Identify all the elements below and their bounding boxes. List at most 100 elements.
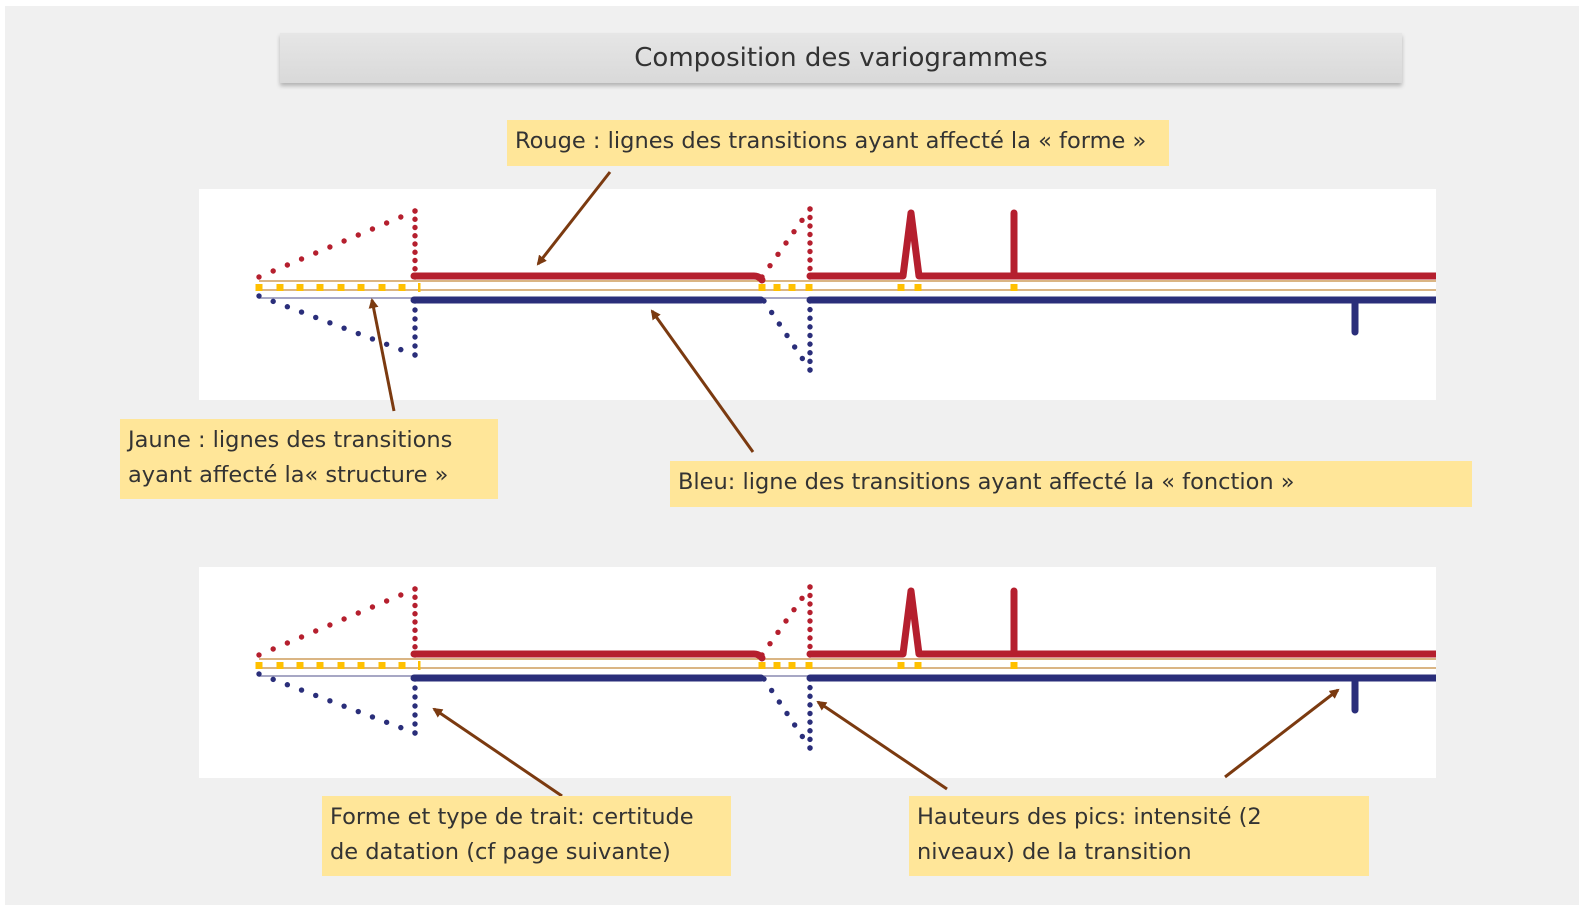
blue-dotted-line <box>799 733 806 740</box>
callout-blue-text: Bleu: ligne des transitions ayant affect… <box>678 469 1295 495</box>
red-dotted-line <box>807 626 813 633</box>
blue-dotted-line <box>807 719 813 725</box>
blue-solid-line <box>410 296 1440 336</box>
blue-dotted-line <box>807 728 813 734</box>
blue-dotted-line <box>768 687 775 694</box>
red-dotted-line <box>298 256 305 262</box>
blue-dotted-line <box>807 324 813 330</box>
yellow-marker <box>255 662 263 669</box>
blue-dotted-line <box>807 306 813 313</box>
variogram-bottom-svg <box>255 584 1440 751</box>
blue-dotted-line <box>298 309 305 315</box>
blue-dotted-line <box>807 341 813 347</box>
yellow-marker <box>398 284 406 291</box>
red-dotted-line <box>412 602 418 609</box>
yellow-marker <box>378 662 386 669</box>
blue-dotted-line <box>412 685 418 691</box>
blue-solid-line <box>410 674 1440 714</box>
blue-dotted-line <box>412 712 418 718</box>
callout-yellow: Jaune : lignes des transitions ayant aff… <box>120 419 498 499</box>
red-dotted-line <box>298 634 305 640</box>
blue-dotted-line <box>807 332 813 339</box>
red-dotted-line <box>799 595 805 602</box>
yellow-marker <box>758 662 766 669</box>
blue-dotted-line <box>807 702 813 708</box>
callout-peaks: Hauteurs des pics: intensité (2 niveaux)… <box>909 796 1369 876</box>
yellow-marker <box>316 284 324 291</box>
red-dotted-line <box>398 592 404 598</box>
red-dotted-line <box>412 635 418 642</box>
yellow-marker <box>773 662 781 669</box>
yellow-marker <box>788 284 796 291</box>
blue-dotted-line <box>412 334 418 340</box>
red-dotted-line <box>767 640 773 647</box>
yellow-marker <box>1010 662 1018 669</box>
blue-dotted-line <box>807 684 813 691</box>
blue-dotted-line <box>412 721 418 727</box>
blue-dotted-line <box>807 710 813 717</box>
blue-dotted-line <box>768 309 775 316</box>
blue-dotted-line <box>412 325 418 331</box>
red-dotted-line <box>807 214 813 221</box>
red-dotted-line <box>791 606 797 613</box>
red-dotted-line <box>327 622 333 628</box>
callout-blue: Bleu: ligne des transitions ayant affect… <box>670 461 1472 507</box>
red-dotted-line <box>313 250 319 256</box>
red-dotted-line <box>807 584 813 590</box>
blue-dotted-line <box>807 358 813 365</box>
red-dotted-line <box>383 598 390 604</box>
red-dotted-line <box>412 249 418 255</box>
red-dotted-line <box>807 248 813 255</box>
blue-dotted-line <box>398 724 404 731</box>
blue-dotted-line <box>256 293 262 299</box>
red-dotted-line <box>327 244 333 250</box>
blue-dotted-line <box>799 355 806 362</box>
blue-dotted-line <box>341 325 347 331</box>
blue-dotted-line <box>807 350 813 356</box>
red-dotted-line <box>355 232 361 238</box>
yellow-marker <box>337 662 345 669</box>
red-dotted-line <box>791 228 797 235</box>
blue-dotted-line <box>327 320 333 326</box>
blue-dotted-line <box>412 730 418 736</box>
red-dotted-line <box>270 268 276 274</box>
red-dotted-line <box>807 223 813 229</box>
blue-dotted-line <box>355 330 361 337</box>
blue-dotted-line <box>776 699 783 705</box>
red-dotted-line <box>369 226 376 232</box>
yellow-marker <box>805 284 813 291</box>
blue-dotted-line <box>298 687 305 693</box>
red-dotted-line <box>412 594 418 600</box>
blue-dotted-line <box>807 693 813 699</box>
yellow-marker <box>758 284 766 291</box>
callout-peaks-text: Hauteurs des pics: intensité (2 niveaux)… <box>917 804 1262 865</box>
red-dotted-line <box>412 224 418 231</box>
yellow-marker <box>255 284 263 291</box>
blue-dotted-line <box>341 703 347 709</box>
red-dotted-line <box>807 206 813 212</box>
red-dotted-line <box>398 214 404 220</box>
blue-dotted-line <box>807 315 813 321</box>
yellow-marker <box>1010 284 1018 291</box>
blue-dotted-line <box>313 314 319 321</box>
yellow-marker <box>805 662 813 669</box>
yellow-marker <box>296 284 304 291</box>
callout-line-type: Forme et type de trait: certitude de dat… <box>322 796 731 876</box>
red-dotted-line <box>284 640 291 646</box>
red-dotted-line <box>799 217 805 224</box>
title-bar: Composition des variogrammes <box>280 33 1402 83</box>
blue-dotted-line <box>383 719 390 725</box>
red-dotted-line <box>767 262 773 269</box>
yellow-marker <box>914 284 922 291</box>
red-dotted-line <box>355 610 361 616</box>
red-dotted-line <box>412 216 418 222</box>
yellow-marker <box>897 662 905 669</box>
yellow-marker <box>398 662 406 669</box>
yellow-marker <box>773 284 781 291</box>
red-dotted-line <box>256 274 262 280</box>
yellow-marker <box>296 662 304 669</box>
red-solid-line <box>410 587 1440 662</box>
blue-dotted-line <box>284 304 291 310</box>
blue-dotted-line <box>791 344 798 350</box>
blue-dotted-line <box>791 722 798 728</box>
